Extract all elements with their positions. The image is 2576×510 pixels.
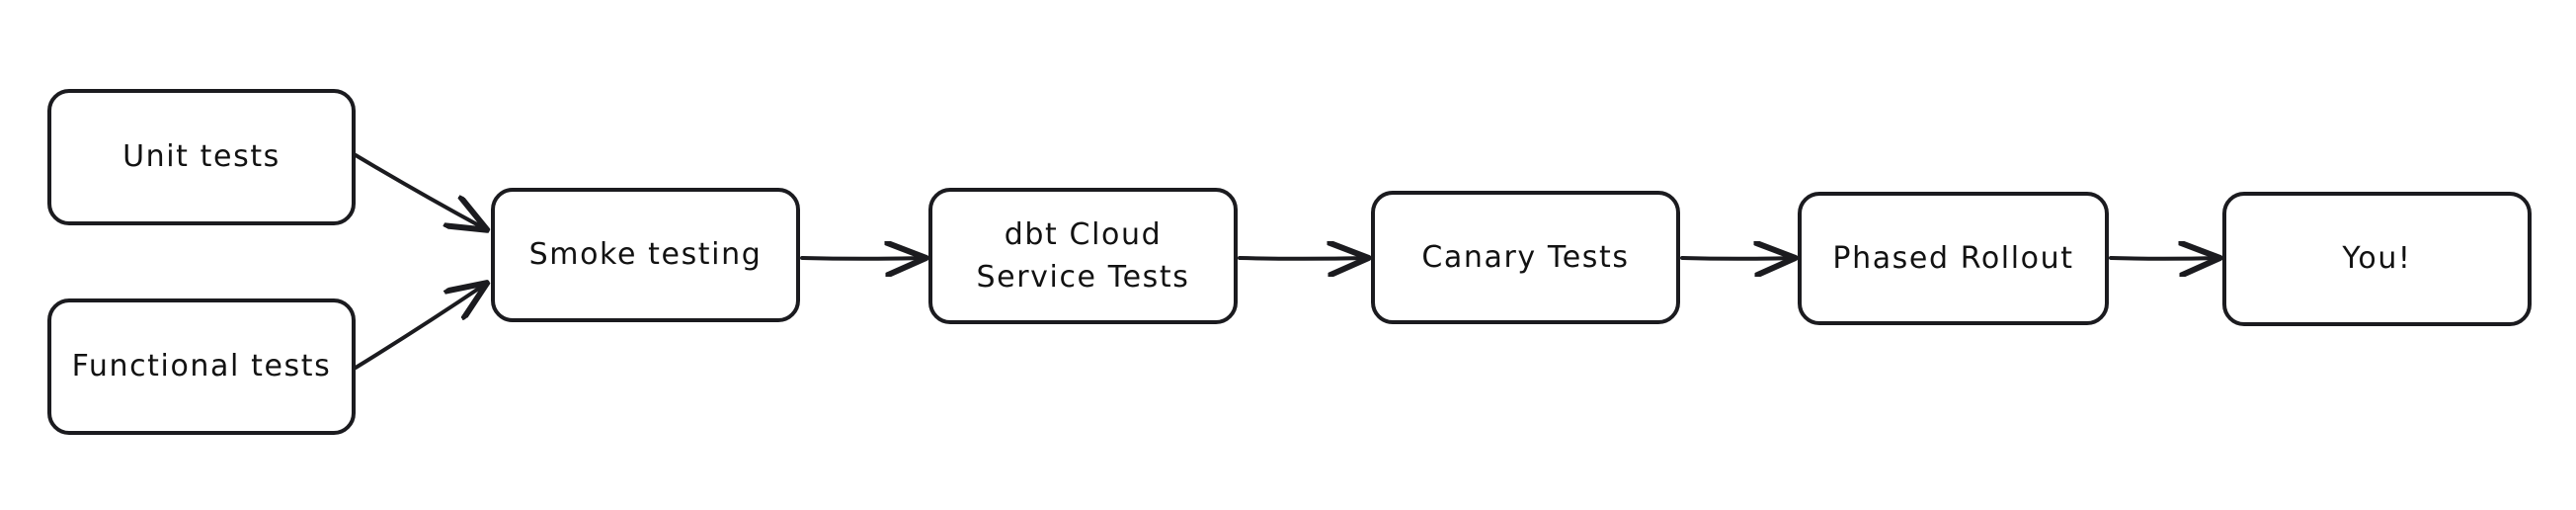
- node-label-dbt-cloud-service-tests: dbt Cloud Service Tests: [976, 216, 1190, 296]
- edge-functional-to-smoke: [354, 284, 486, 370]
- node-label-smoke-testing: Smoke testing: [528, 237, 763, 273]
- node-canary-tests[interactable]: Canary Tests: [1371, 191, 1680, 324]
- edge-unit-to-smoke: [354, 153, 486, 229]
- node-label-unit-tests: Unit tests: [122, 139, 281, 175]
- node-you[interactable]: You!: [2222, 192, 2532, 326]
- node-unit-tests[interactable]: Unit tests: [47, 89, 356, 225]
- edge-smoke-to-dbt: [800, 258, 925, 259]
- node-phased-rollout[interactable]: Phased Rollout: [1798, 192, 2109, 325]
- edge-canary-to-phased: [1680, 258, 1794, 259]
- node-label-functional-tests: Functional tests: [71, 349, 332, 384]
- edge-dbt-to-canary: [1238, 258, 1367, 259]
- node-label-canary-tests: Canary Tests: [1421, 239, 1630, 275]
- node-dbt-cloud-service-tests[interactable]: dbt Cloud Service Tests: [928, 188, 1238, 324]
- node-smoke-testing[interactable]: Smoke testing: [491, 188, 800, 322]
- node-label-you: You!: [2342, 241, 2412, 277]
- node-functional-tests[interactable]: Functional tests: [47, 298, 356, 435]
- edge-phased-to-you: [2109, 258, 2218, 259]
- node-label-phased-rollout: Phased Rollout: [1832, 240, 2074, 276]
